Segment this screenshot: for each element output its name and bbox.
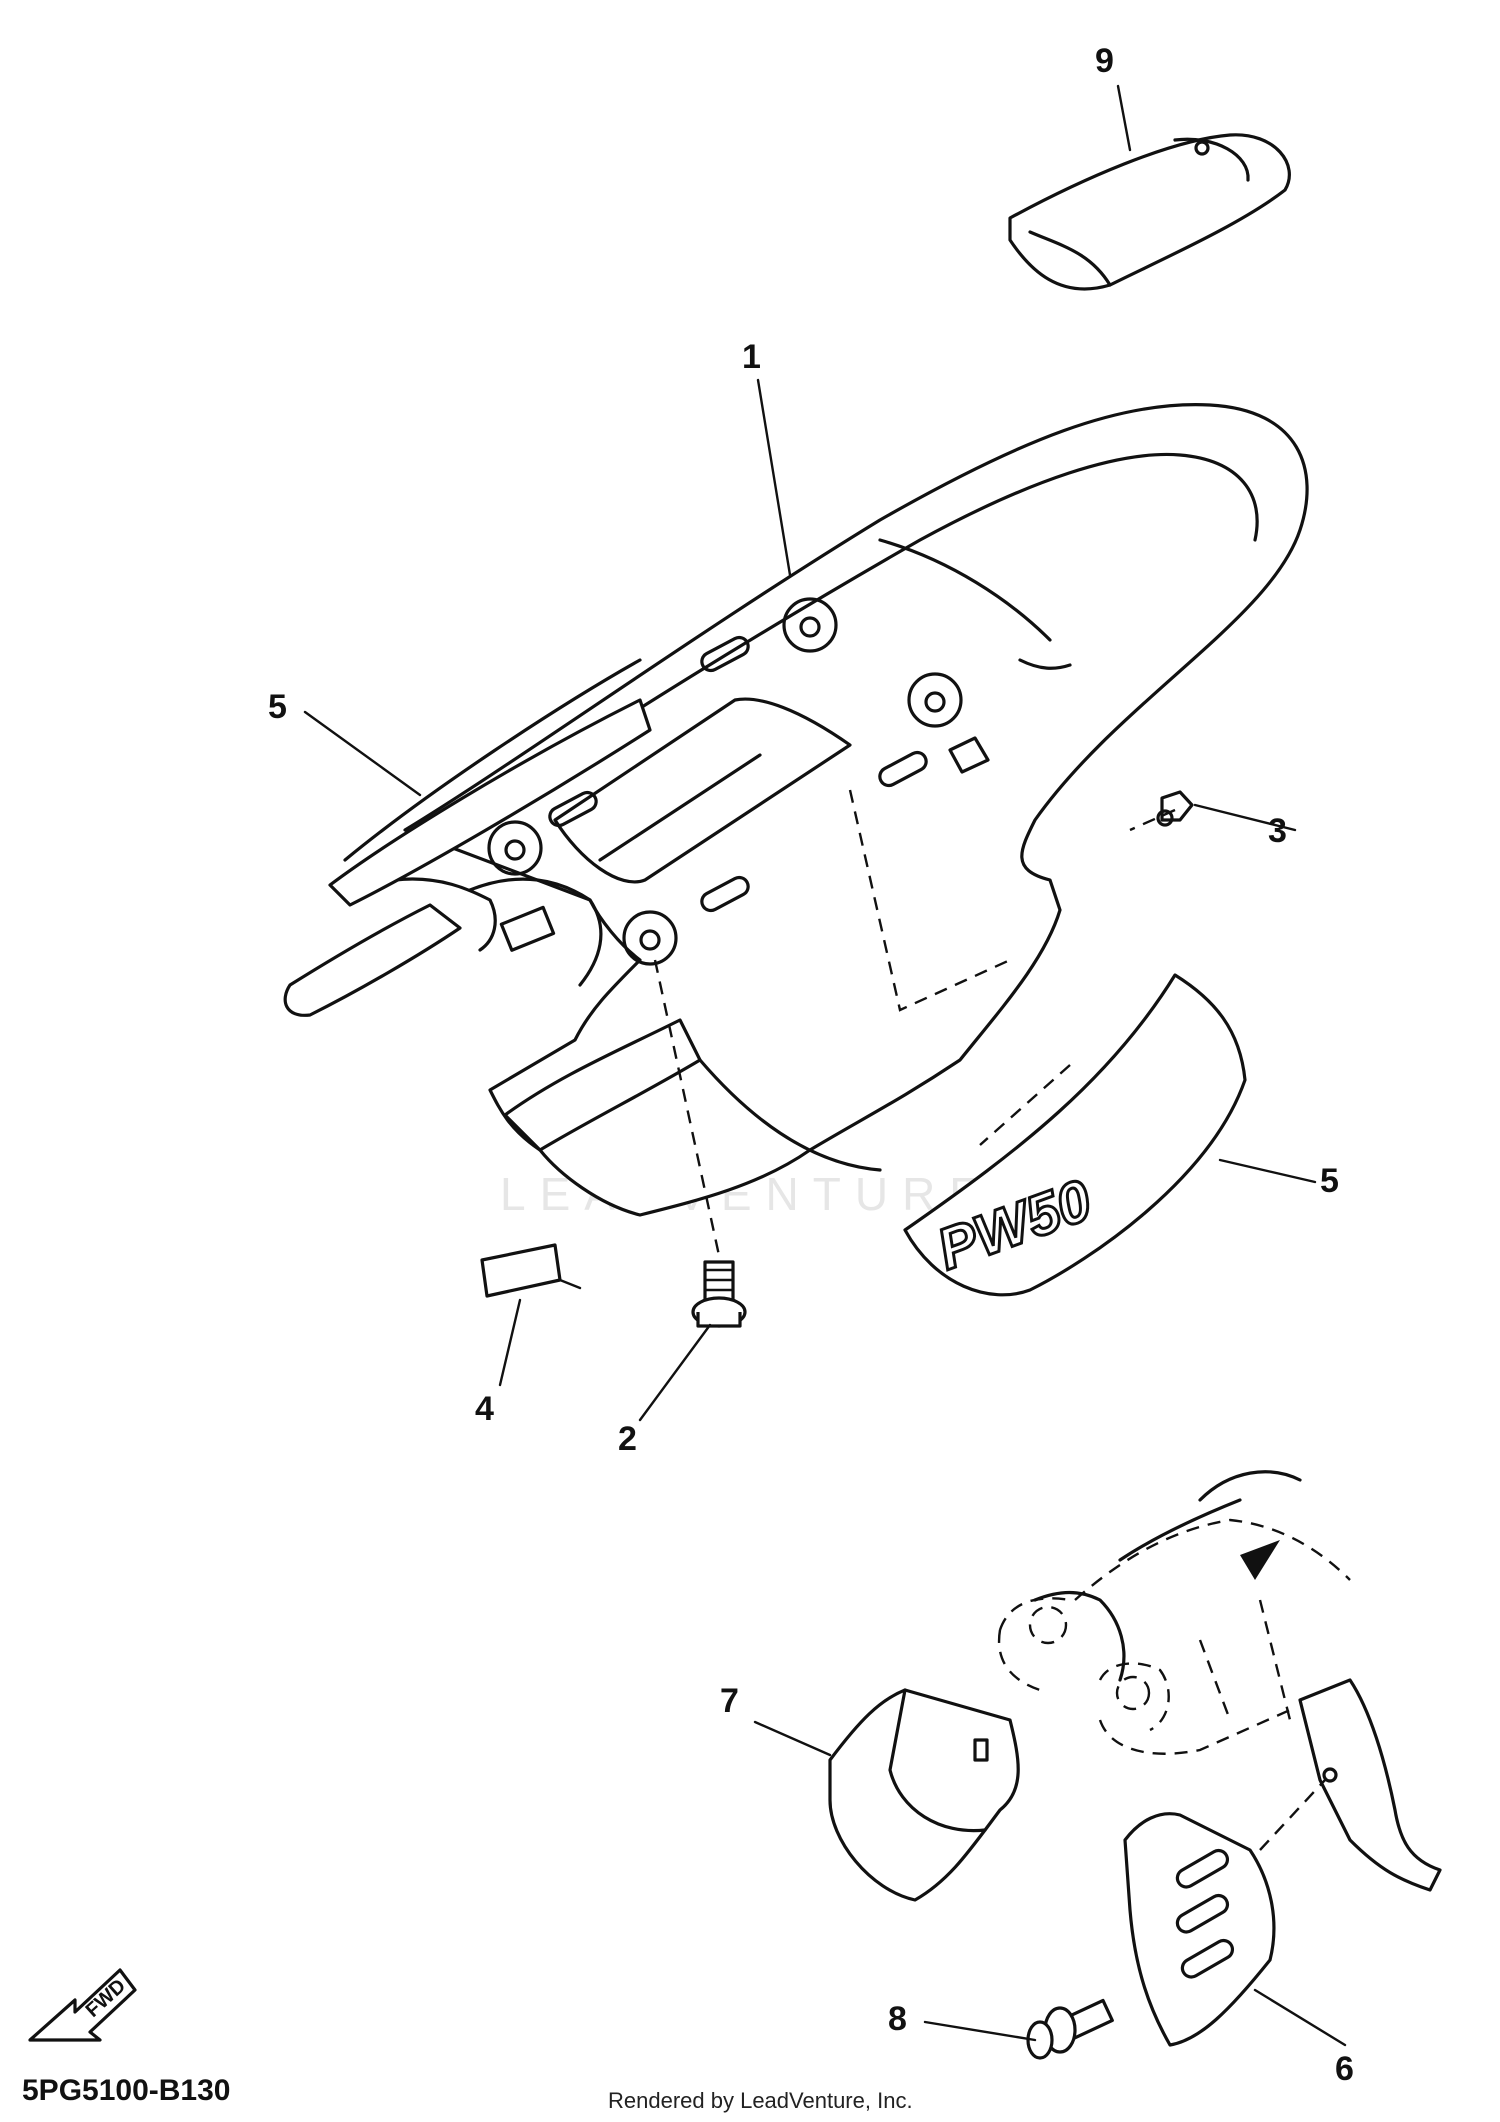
- grommet: [782, 597, 838, 653]
- callout-1: 1: [742, 338, 761, 376]
- credit-text: Rendered by LeadVenture, Inc.: [608, 2088, 913, 2113]
- grommet: [487, 820, 543, 876]
- part-4-plate: [480, 1243, 582, 1298]
- part-7-flap: [828, 1688, 1020, 1902]
- frame-context: [997, 1470, 1442, 1892]
- grommet: [907, 672, 963, 728]
- part-8-bolt: [1026, 1998, 1114, 2060]
- callout-4: 4: [475, 1390, 494, 1428]
- callout-3: 3: [1268, 812, 1287, 850]
- callout-2: 2: [618, 1420, 637, 1458]
- callout-9: 9: [1095, 42, 1114, 80]
- part-1-rear-fender: [283, 402, 1309, 1217]
- callout-8: 8: [888, 2000, 907, 2038]
- part-3-grommet: [1156, 790, 1194, 827]
- part-2-bolt: [691, 1260, 747, 1328]
- leader-lines: [303, 84, 1347, 2047]
- forward-arrow-icon: FWD: [28, 1968, 137, 2042]
- part-6-heel-guard: [1123, 1812, 1276, 2047]
- callout-7: 7: [720, 1682, 739, 1720]
- grommet: [622, 910, 678, 966]
- callout-6: 6: [1335, 2050, 1354, 2088]
- part-5-left-decal: [328, 658, 652, 907]
- callout-5-left: 5: [268, 688, 287, 726]
- callout-5-right: 5: [1320, 1162, 1339, 1200]
- part-9-pad: [1008, 133, 1291, 291]
- diagram-code: 5PG5100-B130: [22, 2074, 230, 2107]
